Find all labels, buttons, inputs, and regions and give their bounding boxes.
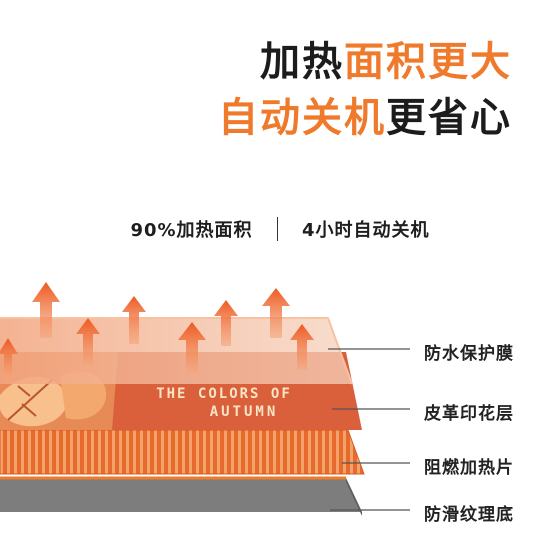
layer-label-leather-print: 皮革印花层 — [424, 404, 514, 424]
heat-arrow-icon — [214, 300, 238, 346]
heat-arrow-icon — [0, 338, 18, 378]
heat-arrows — [0, 282, 314, 378]
spec-bar: 90%加热面积 4小时自动关机 — [0, 216, 560, 242]
layer-label-anti-slip-base: 防滑纹理底 — [424, 505, 514, 525]
anti-slip-base-layer — [0, 476, 362, 516]
heating-film-layer — [0, 429, 365, 475]
leader-lines — [328, 348, 410, 511]
print-text-line-2: AUTUMN — [210, 404, 279, 420]
leaf-print-graphic — [0, 376, 68, 427]
heat-arrow-icon — [76, 318, 100, 366]
headline-accent-text: 自动关机 — [218, 95, 386, 141]
headline-line-2: 自动关机更省心 — [218, 98, 512, 138]
heat-arrow-icon — [122, 296, 146, 344]
heat-arrow-icon — [32, 282, 60, 338]
heat-arrow-icon — [290, 324, 314, 370]
spec-auto-shutoff: 4小时自动关机 — [302, 220, 430, 241]
headline-dark-text: 更省心 — [386, 95, 512, 141]
layer-label-heating-film: 阻燃加热片 — [424, 458, 514, 478]
layer-label-waterproof-film: 防水保护膜 — [424, 344, 514, 364]
headline-line-1: 加热面积更大 — [260, 42, 512, 82]
spec-divider — [276, 217, 279, 241]
heat-arrow-icon — [262, 288, 290, 338]
print-text-line-1: THE COLORS OF — [156, 386, 292, 402]
headline-dark-text: 加热 — [260, 39, 344, 85]
headline-accent-text: 面积更大 — [344, 39, 512, 85]
spec-heating-area: 90%加热面积 — [130, 220, 253, 241]
heat-arrow-icon — [178, 322, 206, 372]
